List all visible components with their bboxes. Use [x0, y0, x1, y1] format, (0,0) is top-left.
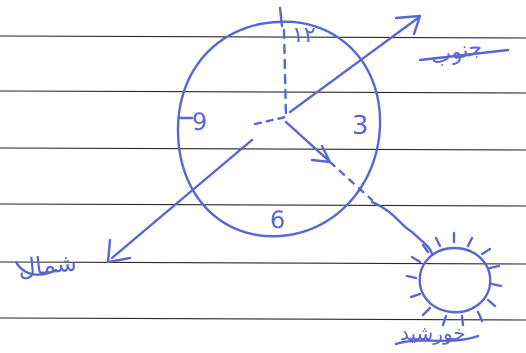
clock-number-three: 3	[352, 111, 369, 141]
labels: جنوب شمال خورشید	[16, 35, 508, 345]
ruled-lines	[0, 36, 526, 320]
ruled-line	[0, 262, 526, 264]
ruled-line	[0, 36, 526, 38]
label-south: جنوب	[428, 35, 484, 70]
hour-hand	[286, 122, 328, 160]
ruled-line	[0, 318, 526, 320]
ruled-line	[0, 91, 526, 93]
ruled-line	[0, 204, 526, 206]
clock-face: ١٢ 3 6 9	[178, 8, 380, 236]
direction-line	[108, 16, 420, 262]
sun-disc	[420, 248, 490, 312]
dashed-line-twelve	[284, 30, 286, 118]
ruled-line	[0, 148, 526, 150]
label-north: شمال	[17, 248, 78, 282]
tick-twelve	[280, 8, 282, 26]
clock-circle	[178, 22, 380, 237]
dashed-line-center	[255, 116, 290, 124]
clock-number-nine: 9	[192, 108, 207, 136]
clock-number-six: 6	[270, 206, 285, 234]
clock-number-twelve: ١٢	[292, 23, 316, 48]
direction-line-lower	[112, 140, 252, 258]
